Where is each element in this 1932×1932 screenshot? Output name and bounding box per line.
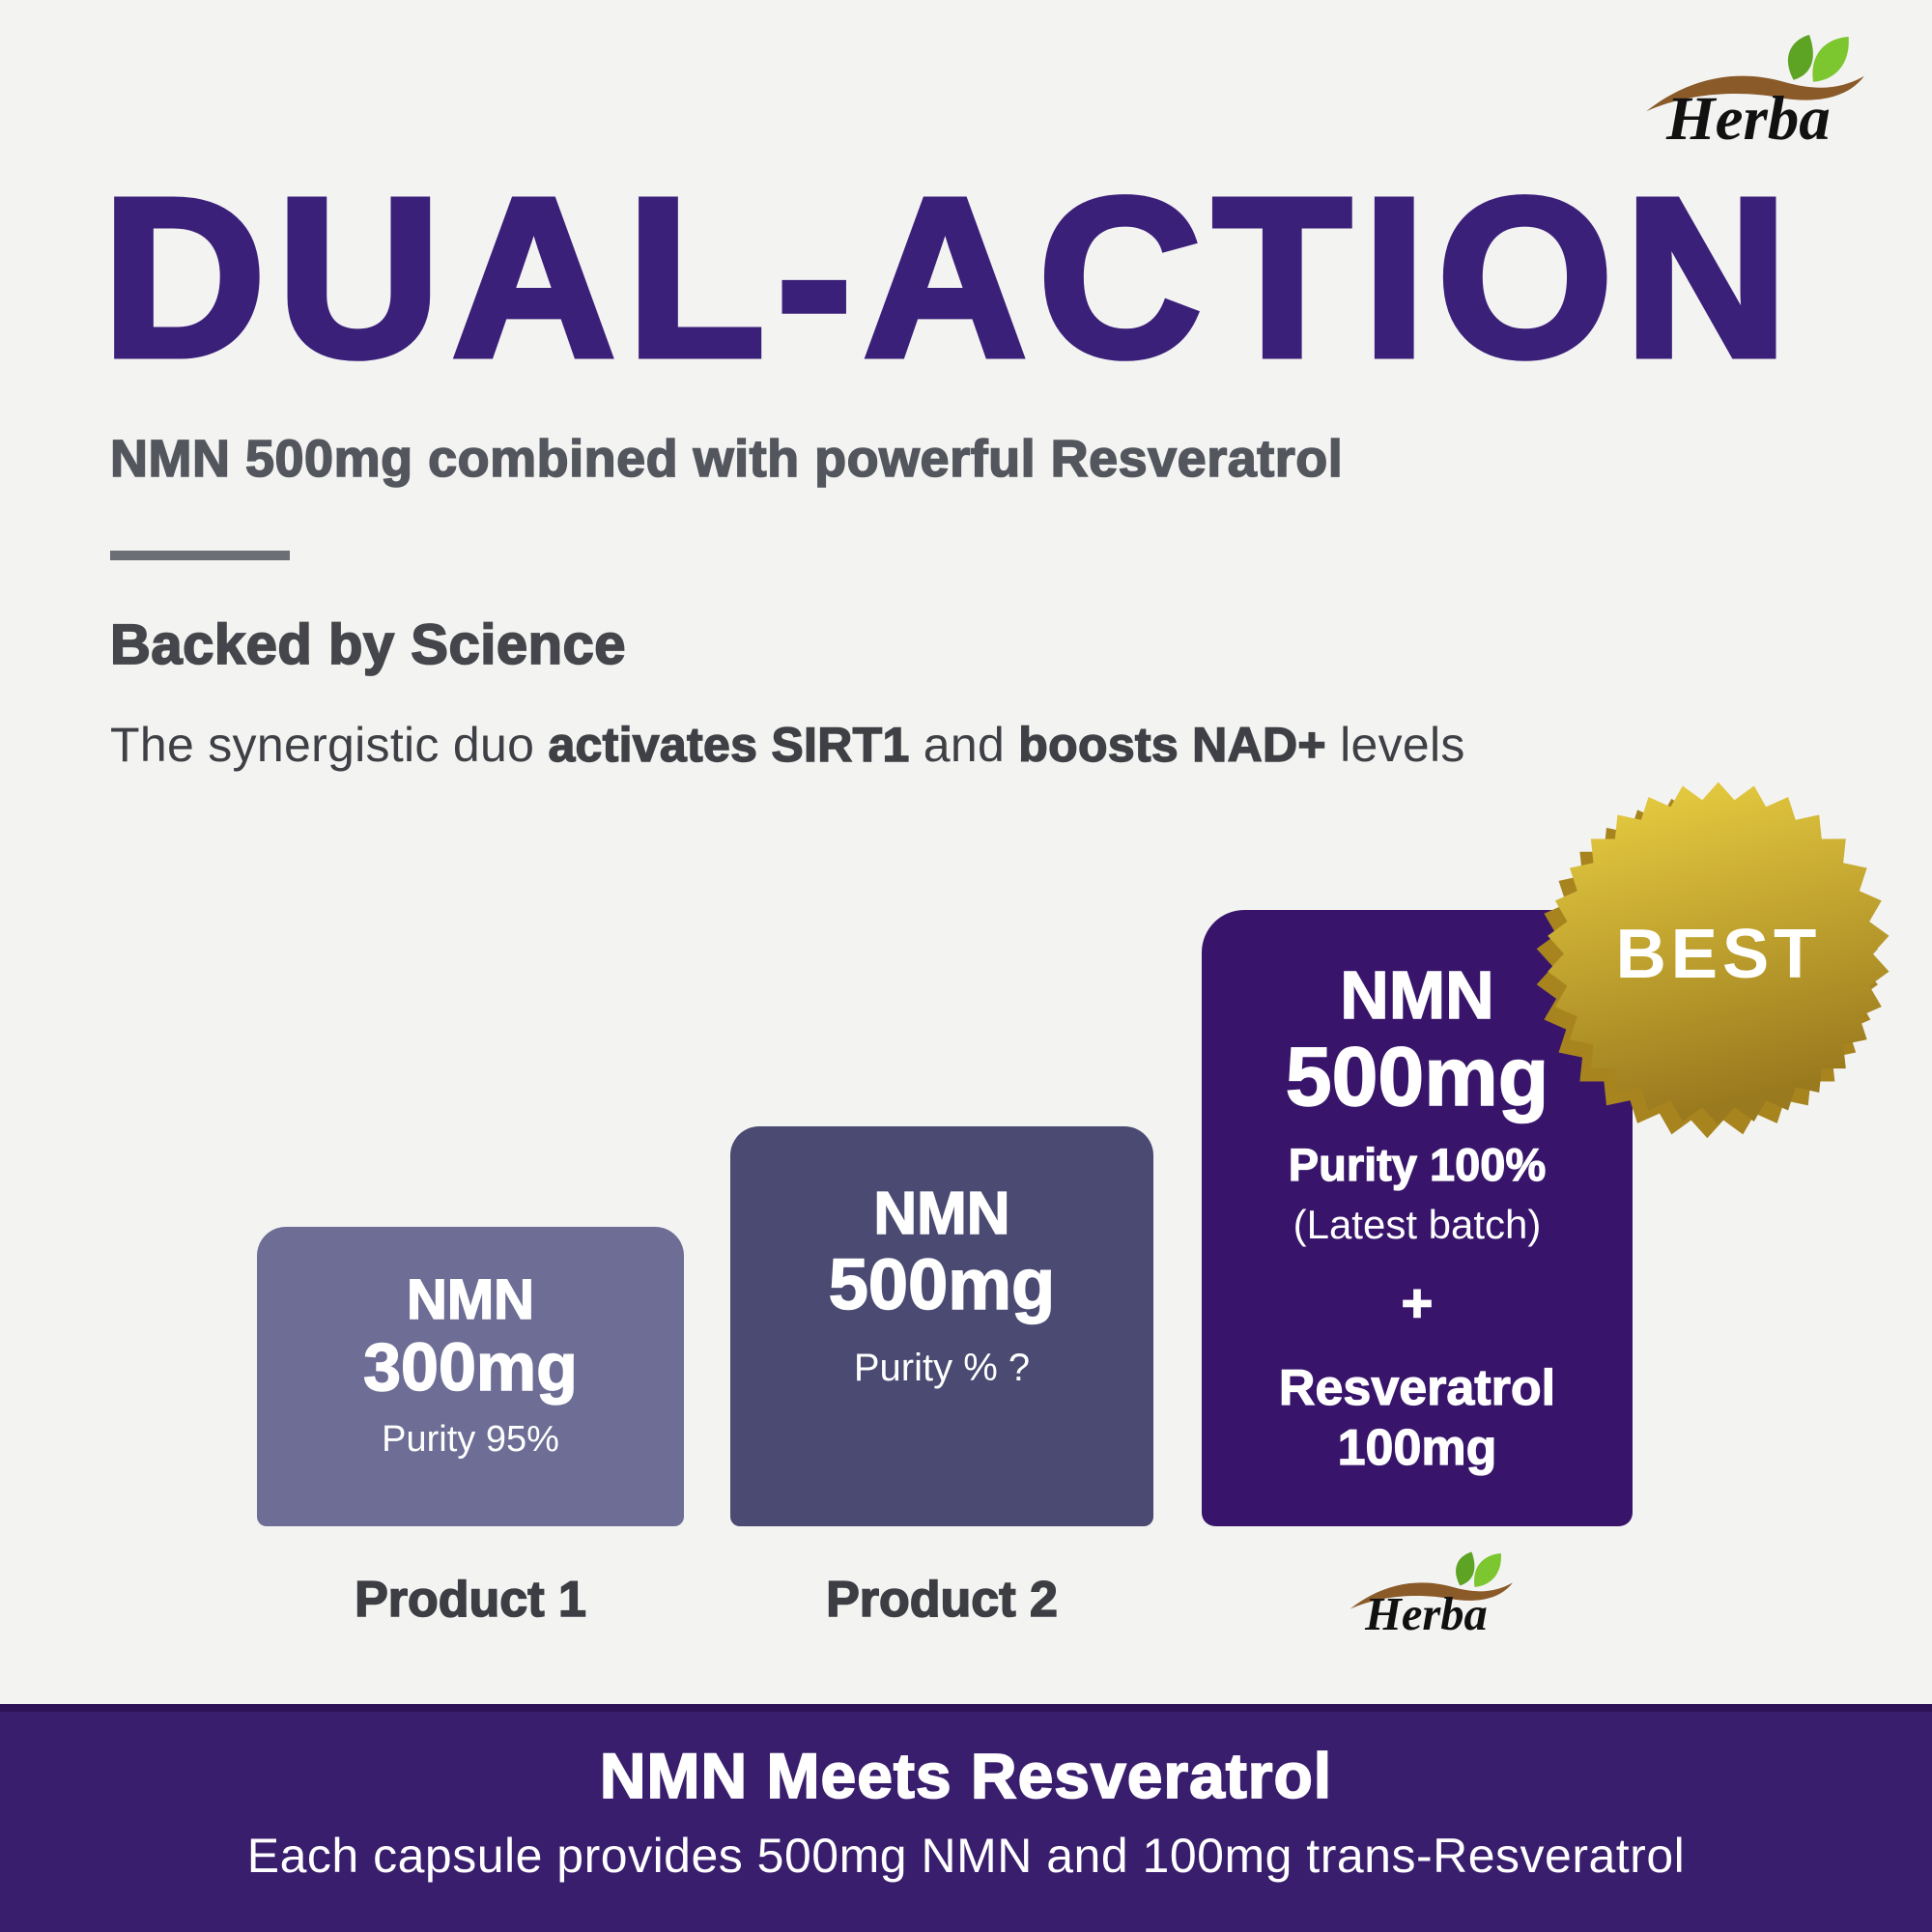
page-subtitle: NMN 500mg combined with powerful Resvera… (109, 429, 1344, 489)
science-text-mid: and (909, 718, 1019, 772)
bar3-extra: Resveratrol 100mg (1202, 1359, 1633, 1478)
swoosh-icon (1350, 1582, 1513, 1609)
bar-product-2: NMN 500mg Purity % ? (730, 1126, 1153, 1526)
bar1-name: NMN (406, 1268, 535, 1331)
bar-product-1: NMN 300mg Purity 95% (257, 1227, 684, 1526)
bar1-amount: 300mg (362, 1328, 578, 1406)
bar3-batch-note: (Latest batch) (1293, 1202, 1542, 1248)
plus-sign: + (1401, 1272, 1434, 1335)
footer-title: NMN Meets Resveratrol (599, 1739, 1333, 1812)
divider (110, 551, 290, 560)
badge-star-icon (1548, 781, 1889, 1125)
bar-herba-product: NMN 500mg Purity 100% (Latest batch) + R… (1202, 910, 1633, 1526)
brand-name: Herba (1364, 1589, 1488, 1640)
swoosh-icon (1646, 75, 1864, 112)
bar2-name: NMN (873, 1180, 1011, 1247)
leaf-icon (1787, 35, 1813, 80)
science-text-bold-sirt1: activates SIRT1 (548, 717, 910, 772)
bar-label-product-2: Product 2 (825, 1571, 1058, 1629)
science-text-bold-nad: boosts NAD+ (1018, 717, 1327, 772)
brand-name: Herba (1665, 84, 1831, 153)
science-heading: Backed by Science (109, 612, 627, 677)
best-badge: BEST (1536, 781, 1889, 1139)
bar3-name: NMN (1340, 957, 1495, 1033)
page-title: DUAL-ACTION (99, 151, 1800, 404)
leaf-icon (1474, 1553, 1501, 1587)
bar2-amount: 500mg (828, 1244, 1056, 1325)
bar2-purity: Purity % ? (853, 1347, 1031, 1390)
best-badge-label: BEST (1615, 915, 1821, 993)
bar3-purity: Purity 100% (1288, 1138, 1547, 1191)
science-text-suffix: levels (1325, 718, 1465, 772)
bar1-purity: Purity 95% (382, 1418, 559, 1460)
bar3-extra-name: Resveratrol (1278, 1360, 1556, 1417)
herba-logo: Herba (1646, 35, 1864, 153)
leaf-icon (1456, 1551, 1475, 1586)
footer-subtitle: Each capsule provides 500mg NMN and 100m… (246, 1829, 1686, 1883)
science-text: The synergistic duo activates SIRT1 and … (110, 717, 1849, 773)
bar-label-product-1: Product 1 (354, 1571, 586, 1629)
footer-banner: NMN Meets Resveratrol Each capsule provi… (0, 1704, 1932, 1932)
science-text-prefix: The synergistic duo (110, 718, 549, 772)
herba-logo-small: Herba (1350, 1551, 1513, 1640)
leaf-icon (1812, 37, 1849, 82)
bar3-extra-amount: 100mg (1337, 1419, 1497, 1476)
bar3-amount: 500mg (1285, 1030, 1549, 1123)
